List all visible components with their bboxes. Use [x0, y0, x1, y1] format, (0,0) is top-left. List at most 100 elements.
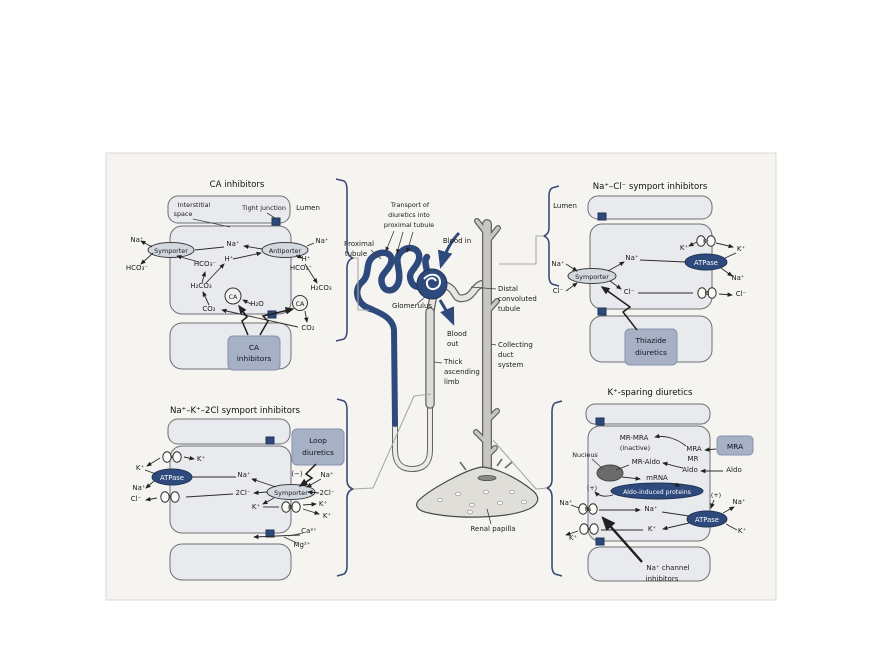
minus-sign: (−): [291, 470, 303, 478]
ion-label: Na⁺: [551, 260, 565, 268]
mra-label: MRA: [686, 445, 702, 453]
collecting-duct-label: duct: [498, 351, 514, 359]
mr-mra-label: MR-MRA: [620, 434, 649, 442]
collecting-duct-label: system: [498, 361, 523, 369]
thiazide-diuretics-drug-box: [624, 328, 678, 366]
epithelial-cell: [585, 403, 711, 425]
ca-enzyme-label: CA: [296, 300, 305, 308]
channel-ion-label: Cl: [705, 291, 710, 297]
drug-label: inhibitors: [237, 354, 272, 363]
ion-label: Cl⁻: [553, 287, 564, 295]
ion-label: K⁺: [737, 245, 746, 253]
ion-label: K⁺: [323, 512, 332, 520]
ion-label: CO₂: [202, 305, 215, 313]
distal-tubule-label: convoluted: [498, 295, 537, 303]
antiporter: [261, 242, 309, 258]
channel-ion-label: Na: [585, 507, 592, 513]
blood-in-label: Blood in: [443, 237, 471, 245]
ion-label: H₂O: [250, 300, 264, 308]
atpase-label: ATPase: [695, 516, 719, 524]
ion-label: Na⁺: [130, 236, 144, 244]
ion-label: Na⁺: [644, 505, 658, 513]
aldo-label: Aldo: [726, 466, 741, 474]
distal-tubule-label: Distal: [498, 285, 518, 293]
ion-label: CO₂: [301, 324, 314, 332]
ion-label: Na⁺: [731, 274, 745, 282]
mra-drug-box: [716, 435, 754, 456]
ion-label: K⁺: [569, 534, 578, 542]
ca-inhibitors-drug-box: [227, 335, 281, 371]
na-channel-inhibitors-label: Na⁺ channel: [646, 564, 689, 572]
renal-papilla-label: Renal papilla: [470, 525, 515, 533]
interstitial-space-label: Interstitial: [178, 201, 211, 209]
glomerulus: [416, 268, 448, 300]
tight-junction-marker: [265, 436, 275, 445]
ion-label: 2Cl⁻: [236, 489, 251, 497]
symporter: [147, 242, 195, 258]
glomerulus-label: Glomerulus: [392, 302, 432, 310]
panel-title: Na⁺–K⁺–2Cl symport inhibitors: [170, 406, 301, 416]
aldo-induced-proteins: [610, 482, 704, 500]
tight-junction-marker: [597, 212, 607, 221]
ion-label: HCO₃⁻: [194, 260, 216, 268]
loop-diuretics-drug-box: [291, 428, 345, 466]
drug-label: CA: [249, 343, 259, 352]
ion-label: H₂CO₃: [190, 282, 211, 290]
blood-out-label: Blood: [447, 330, 467, 338]
loop-of-henle: [392, 400, 433, 473]
afferent-arteriole: [437, 231, 461, 269]
proximal-tubule-label: tubule: [345, 250, 367, 258]
atpase-label: ATPase: [160, 474, 184, 482]
ion-label: Na⁺: [559, 499, 573, 507]
interstitial-space-label: space: [174, 210, 193, 218]
blood-out-label: out: [447, 340, 459, 348]
ion-label: Na⁺: [315, 237, 329, 245]
ion-label: Cl⁻: [736, 290, 747, 298]
atpase-pump: [686, 510, 728, 528]
efferent-arteriole: [438, 299, 455, 326]
inactive-label: (inactive): [620, 444, 650, 452]
mrna-label: mRNA: [646, 474, 668, 482]
ion-label: K⁺: [648, 525, 657, 533]
channel-ion-label: K⁺: [288, 505, 294, 511]
tight-junction-marker: [265, 529, 275, 538]
ion-label: Ca²⁺: [301, 527, 317, 535]
tight-junction-marker: [595, 537, 605, 546]
ion-label: Cl⁻: [131, 495, 142, 503]
drug-label: Thiazide: [635, 336, 667, 345]
ion-label: K⁺: [319, 500, 328, 508]
ion-label: Na⁺: [625, 254, 639, 262]
panel-nacl-symport-inhibitors: Na⁺–Cl⁻ symport inhibitors Lumen K⁺ K⁺ K…: [551, 182, 747, 366]
mr-aldo-label: MR-Aldo: [632, 458, 660, 466]
ion-label: Mg²⁺: [294, 541, 311, 549]
tight-junction-label: Tight junction: [241, 204, 286, 212]
na-channel-inhibitors-label: inhibitors: [646, 575, 679, 583]
drug-label: diuretics: [302, 448, 334, 457]
channel-ion-label: K: [170, 455, 174, 461]
mr-label: MR: [688, 455, 699, 463]
ion-label: Na⁺: [732, 498, 746, 506]
panel-k-sparing-diuretics: K⁺-sparing diuretics MR-MRA (inactive) N…: [559, 388, 754, 583]
ion-label: Cl⁻: [624, 288, 635, 296]
panel-title: CA inhibitors: [210, 180, 265, 190]
proximal-tubule: [353, 244, 431, 427]
ca-enzyme-label: CA: [229, 293, 238, 301]
ion-label: K⁺: [680, 244, 689, 252]
drug-label: MRA: [727, 442, 743, 451]
ion-label: K⁺: [738, 527, 747, 535]
atpase-label: ATPase: [694, 259, 718, 267]
aldo-induced-proteins-label: Aldo-induced proteins: [623, 489, 691, 496]
ion-label: HCO₃⁻: [126, 264, 148, 272]
antiporter-label: Antiporter: [269, 247, 302, 255]
aldo-label: Aldo: [682, 466, 697, 474]
channel-ion-label: K: [587, 527, 591, 533]
symporter-label: Symporter: [575, 273, 609, 281]
transport-label: proximal tubule: [384, 221, 434, 229]
carbonic-anhydrase: [292, 295, 308, 311]
symporter-label: Symporter: [154, 247, 188, 255]
ion-label: H⁺: [225, 255, 234, 263]
epithelial-cell: [587, 546, 711, 582]
panel-connectors: [335, 178, 563, 577]
